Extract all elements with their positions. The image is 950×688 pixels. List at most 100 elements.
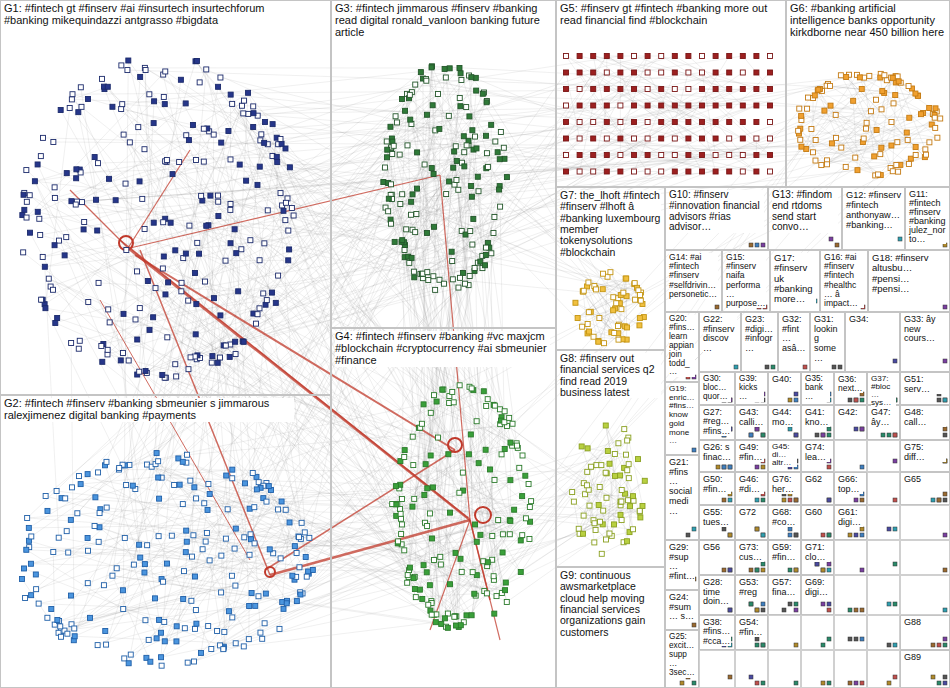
vertex [446,452,451,457]
vertex [145,279,150,284]
vertex [257,258,262,263]
vertex [93,197,98,202]
vertex [156,534,161,539]
vertex [76,110,81,115]
edge-line [593,73,702,139]
edge-line [74,226,206,640]
vertex [163,69,168,74]
vertex [287,520,292,525]
vertex [200,547,205,552]
vertex [258,630,263,635]
vertex [161,220,166,225]
edge-line [401,242,441,624]
edge-line [462,140,908,163]
vertex [159,663,164,668]
vertex [414,211,419,216]
vertex [45,508,50,513]
vertex [143,68,148,73]
vertex [303,555,308,560]
vertex [454,177,459,182]
edge-line [264,95,409,243]
vertex [431,274,436,279]
vertex [161,254,166,259]
edge-line [486,248,510,521]
vertex [476,461,481,466]
vertex [161,579,166,584]
vertex [385,155,390,160]
vertex [201,126,206,131]
vertex [276,273,281,278]
vertex [187,223,192,228]
vertex [262,621,267,626]
vertex [470,242,475,247]
edge-line [421,72,871,111]
edge-line [462,524,603,572]
vertex [407,260,412,265]
vertex [226,609,231,614]
vertex [168,220,173,225]
vertex [184,528,189,533]
vertex [137,542,142,547]
vertex [256,594,261,599]
grid-cell [901,406,950,440]
vertex [209,360,214,365]
vertex [403,108,408,113]
vertex [206,624,211,629]
vertex [255,182,260,187]
vertex [492,403,497,408]
edge-line [194,253,236,487]
vertex [68,593,73,598]
vertex [393,114,398,119]
vertex [85,96,90,101]
vertex [166,280,171,285]
vertex [140,196,145,201]
gray-edges [22,56,940,663]
grid-cell [901,373,950,405]
vertex [38,232,43,237]
edge-line [152,467,423,599]
vertex [502,447,507,452]
vertex [39,297,44,302]
edge-line [818,90,875,176]
vertex [65,631,70,636]
grid-cell [901,576,950,615]
vertex [427,583,432,588]
vertex [453,144,458,149]
vertex [497,157,502,162]
vertex [483,245,488,250]
vertex [257,306,262,311]
vertex [489,251,494,256]
vertex [67,105,72,110]
edge-line [607,56,770,155]
vertex [194,302,199,307]
vertex [135,337,140,342]
edge-line [853,101,857,170]
edge-line [414,106,702,278]
vertex [388,221,393,226]
vertex [262,140,267,145]
grid-cell [700,473,735,505]
grid-cell [868,506,900,540]
vertex [492,214,497,219]
vertex [472,591,477,596]
vertex [248,532,253,537]
vertex [145,543,150,548]
vertex [502,409,507,414]
strong-edge [100,300,250,560]
grid-cell [736,406,768,440]
vertex [260,636,265,641]
edge-line [166,122,647,162]
edge-line [189,226,299,538]
vertex [228,241,233,246]
vertex [40,254,45,259]
vertex [413,230,418,235]
vertex [169,533,174,538]
vertex [279,141,284,146]
grid-cell [769,651,801,688]
vertex [194,496,199,501]
vertex [433,287,438,292]
edge-line [473,171,893,572]
vertex [151,315,156,320]
edge-line [195,155,702,356]
vertex [184,539,189,544]
